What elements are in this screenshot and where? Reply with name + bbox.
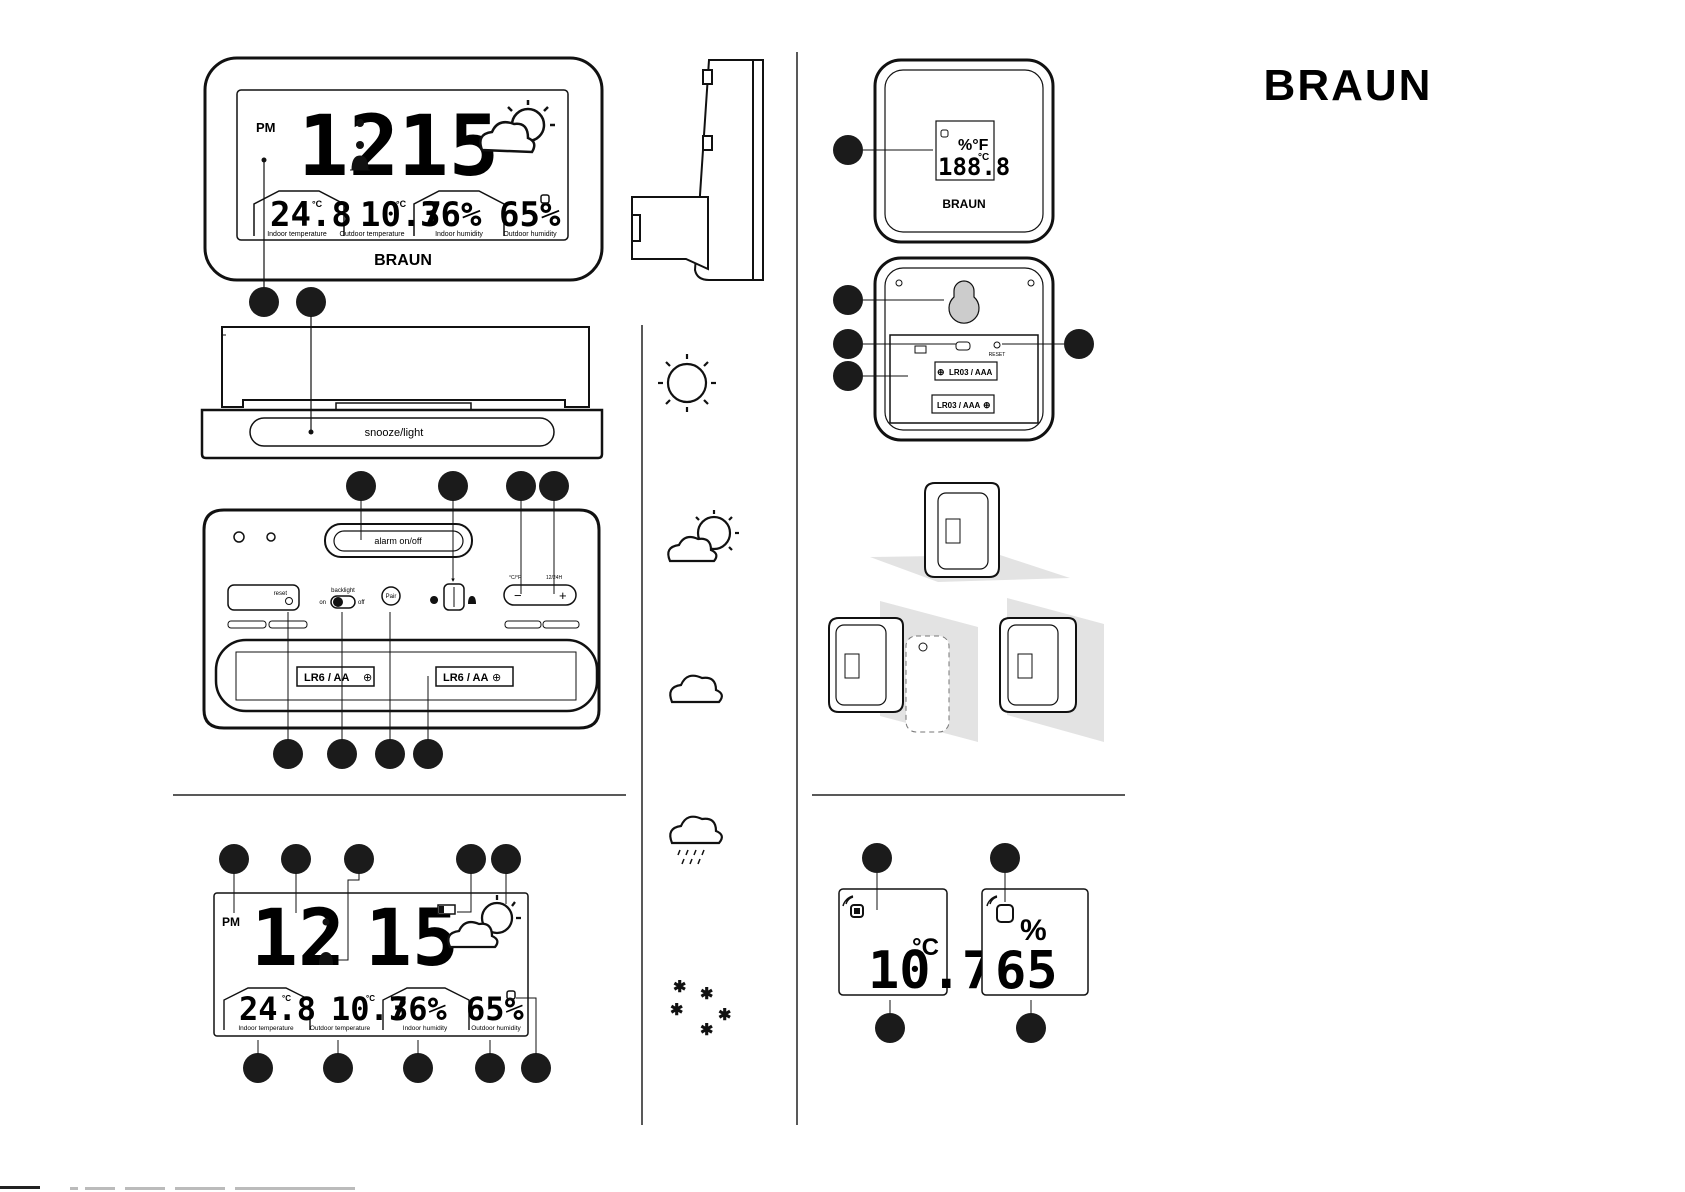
svg-text:65%: 65%	[466, 990, 525, 1028]
clock-mode-icon	[430, 596, 439, 604]
outdoor-humidity-value: 65%	[499, 195, 561, 235]
svg-text:°C: °C	[396, 199, 407, 209]
svg-text:⊕: ⊕	[937, 367, 945, 377]
snooze-light-button[interactable]	[249, 417, 555, 447]
outdoor-temp-value: 10.7	[360, 195, 442, 235]
partly-cloudy-icon	[479, 100, 555, 154]
svg-text:backlight: backlight	[331, 588, 355, 594]
clock-back-view: alarm on/off reset backlight on off Pair…	[202, 508, 601, 730]
svg-text:°C: °C	[978, 152, 989, 163]
svg-text:%: %	[1020, 914, 1047, 947]
svg-text:✱: ✱	[670, 1002, 683, 1019]
alarm-on-off-button[interactable]	[333, 530, 464, 552]
svg-text:36%: 36%	[389, 990, 448, 1028]
clock-top-view: snooze/light	[200, 326, 604, 460]
snow-icon: ✱ ✱ ✱ ✱ ✱	[670, 979, 731, 1039]
svg-text:Pair: Pair	[386, 594, 397, 600]
svg-text:Outdoor temperature: Outdoor temperature	[340, 231, 405, 238]
clock-side-view	[631, 59, 764, 281]
svg-text:188.8: 188.8	[938, 153, 1010, 181]
svg-text:24.8: 24.8	[239, 990, 316, 1028]
svg-text:Indoor temperature: Indoor temperature	[267, 231, 327, 238]
signal-icon	[540, 194, 550, 204]
low-battery-icon	[437, 904, 456, 915]
alarm-bell-icon	[350, 155, 370, 171]
svg-text:▾: ▾	[451, 577, 455, 584]
sun-icon	[658, 354, 716, 412]
svg-text:snooze/light: snooze/light	[365, 427, 424, 439]
battery-compartment	[214, 638, 599, 713]
sensor-reset-button[interactable]	[993, 341, 1001, 349]
svg-text:°C: °C	[312, 199, 323, 209]
sensor-humidity-display: % 65	[981, 888, 1089, 1001]
clock-front: PM 12 15 24.8 °C Indoor temperature 10.7…	[203, 56, 604, 282]
svg-text:on: on	[319, 600, 326, 606]
svg-text:Indoor humidity: Indoor humidity	[403, 1025, 448, 1032]
svg-text:RESET: RESET	[989, 352, 1006, 358]
svg-text:°C: °C	[366, 994, 375, 1003]
svg-text:Outdoor temperature: Outdoor temperature	[310, 1025, 371, 1032]
svg-text:10.7: 10.7	[331, 990, 408, 1028]
svg-text:Outdoor humidity: Outdoor humidity	[471, 1025, 521, 1032]
svg-text:°C/°F: °C/°F	[509, 575, 521, 581]
wall-mount-hole	[948, 280, 980, 324]
svg-text:reset: reset	[274, 591, 288, 597]
pair-button[interactable]	[381, 586, 401, 606]
svg-text:65: 65	[995, 941, 1058, 1001]
alarm-mode-icon	[468, 596, 476, 604]
svg-text:°C: °C	[912, 934, 939, 961]
svg-text:10.7: 10.7	[868, 941, 993, 1001]
sensor-temp-display: 10.7 °C	[838, 888, 993, 1001]
sensor-front: %°F °C 188.8 BRAUN	[873, 58, 1055, 244]
svg-text:PM: PM	[222, 915, 240, 929]
partly-cloudy-weather-icon	[667, 510, 739, 563]
battery-aa-1	[296, 666, 375, 687]
svg-text:✱: ✱	[673, 979, 686, 996]
minus-button[interactable]: −	[514, 588, 522, 603]
clock-logo: BRAUN	[374, 252, 432, 269]
indoor-temp-value: 24.8	[270, 195, 352, 235]
svg-text:LR6 / AA: LR6 / AA	[443, 672, 488, 684]
brand-logo: BRAUN	[1264, 61, 1433, 110]
indoor-humidity-value: 36%	[420, 195, 482, 235]
weather-forecast-icon	[447, 895, 521, 949]
svg-text:°C: °C	[282, 994, 291, 1003]
svg-text:Indoor temperature: Indoor temperature	[238, 1025, 294, 1032]
svg-text:⊕: ⊕	[363, 672, 372, 684]
reset-button[interactable]	[227, 584, 300, 611]
clock-hours: 12	[298, 97, 399, 195]
svg-text:⊕: ⊕	[492, 672, 501, 684]
sensor-placement-illustration	[828, 482, 1104, 742]
display-detail: PM 12 15 24.8 °C Indoor temperature 10.7…	[213, 892, 529, 1037]
pm-indicator: PM	[256, 120, 276, 135]
svg-text:LR6 / AA: LR6 / AA	[304, 672, 349, 684]
svg-text:⊕: ⊕	[983, 400, 991, 410]
rain-icon	[669, 815, 723, 865]
svg-text:LR03 / AAA: LR03 / AAA	[949, 368, 992, 377]
svg-text:✱: ✱	[700, 1022, 713, 1039]
svg-text:%°F: %°F	[958, 137, 989, 154]
svg-text:LR03 / AAA: LR03 / AAA	[937, 401, 980, 410]
plus-button[interactable]: +	[559, 588, 567, 603]
battery-aa-2	[435, 666, 514, 687]
svg-text:Outdoor humidity: Outdoor humidity	[503, 231, 557, 238]
svg-text:off: off	[358, 600, 365, 606]
svg-text:alarm on/off: alarm on/off	[374, 536, 422, 546]
svg-text:✱: ✱	[700, 986, 713, 1003]
svg-text:BRAUN: BRAUN	[942, 197, 985, 211]
cloud-icon	[669, 674, 723, 704]
channel-switch[interactable]	[955, 341, 971, 351]
svg-text:Indoor humidity: Indoor humidity	[435, 231, 483, 238]
sensor-back: RESET ⊕ LR03 / AAA LR03 / AAA ⊕	[873, 256, 1055, 442]
svg-text:12: 12	[251, 894, 345, 984]
svg-text:✱: ✱	[718, 1007, 731, 1024]
